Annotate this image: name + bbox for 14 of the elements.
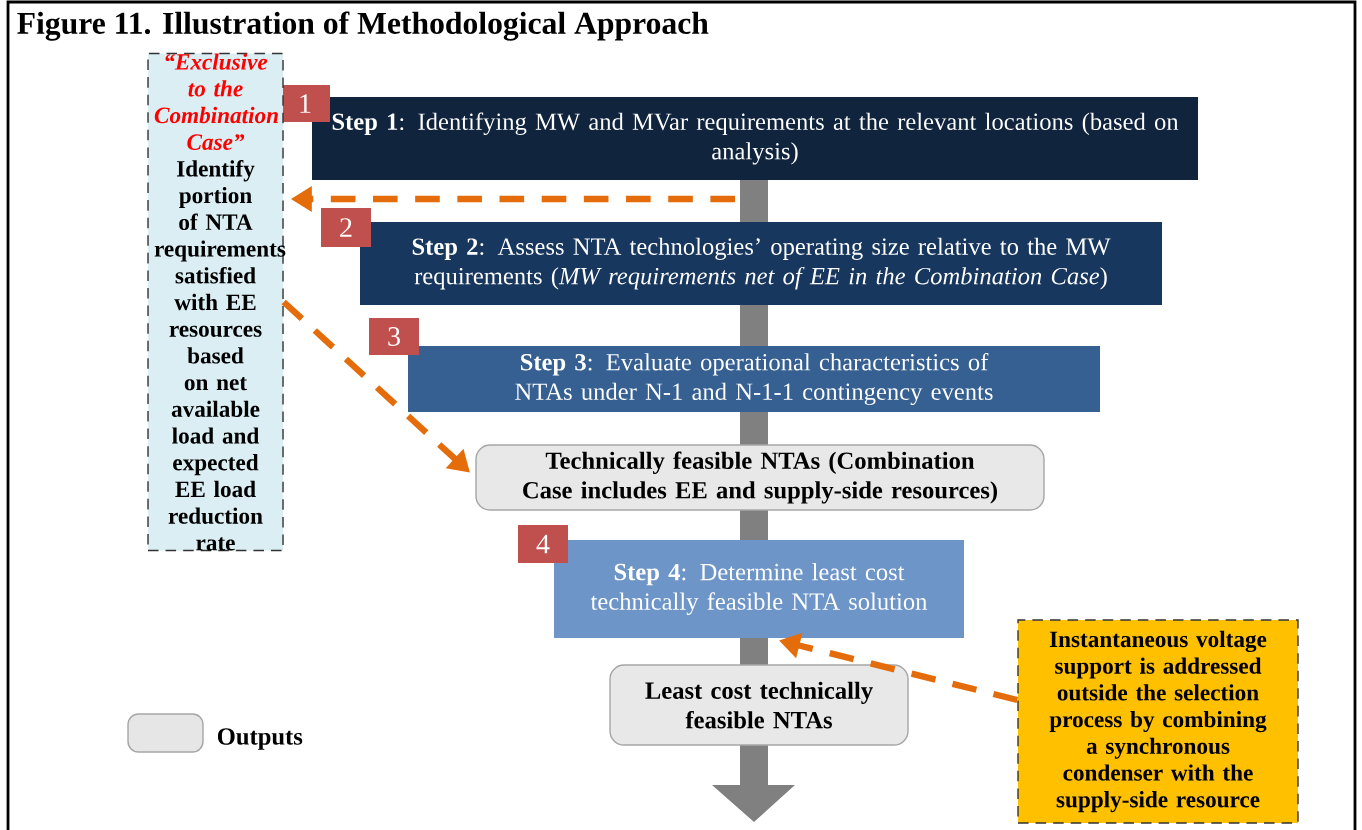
figure-title: Figure 11. Illustration of Methodological Approach (17, 11, 709, 41)
step-box: Step 1: Identifying MW and MVar requirements at the relevant locations (based on analysis) (312, 97, 1198, 180)
step-box: Step 2: Assess NTA technologies’ operating size relative to the MW requirements (MW requirements net of EE in the Combination Case) (360, 222, 1162, 305)
step-number: 3 (369, 318, 419, 355)
step-number: 1 (280, 85, 330, 122)
output-box: Technically feasible NTAs (Combination Case includes EE and supply-side resources) (475, 444, 1045, 511)
step-box: Step 3: Evaluate operational characteristics of NTAs under N-1 and N-1-1 contingency events (408, 346, 1100, 412)
step-number: 4 (518, 525, 568, 563)
step-number: 2 (321, 208, 371, 247)
output-box: Least cost technically feasible NTAs (609, 664, 909, 746)
callout-box: Instantaneous voltage support is addressed outside the selection process by combining a synchronous condenser with the supply-side resource (1017, 619, 1299, 824)
step-box: Step 4: Determine least cost technically feasible NTA solution (554, 540, 964, 638)
legend-label: Outputs (217, 728, 303, 750)
note-box: “Exclusive to the Combination Case” Identify portion of NTA requirements satisfied with EE resources based on net available load and expected EE load reduction rate (147, 52, 286, 552)
